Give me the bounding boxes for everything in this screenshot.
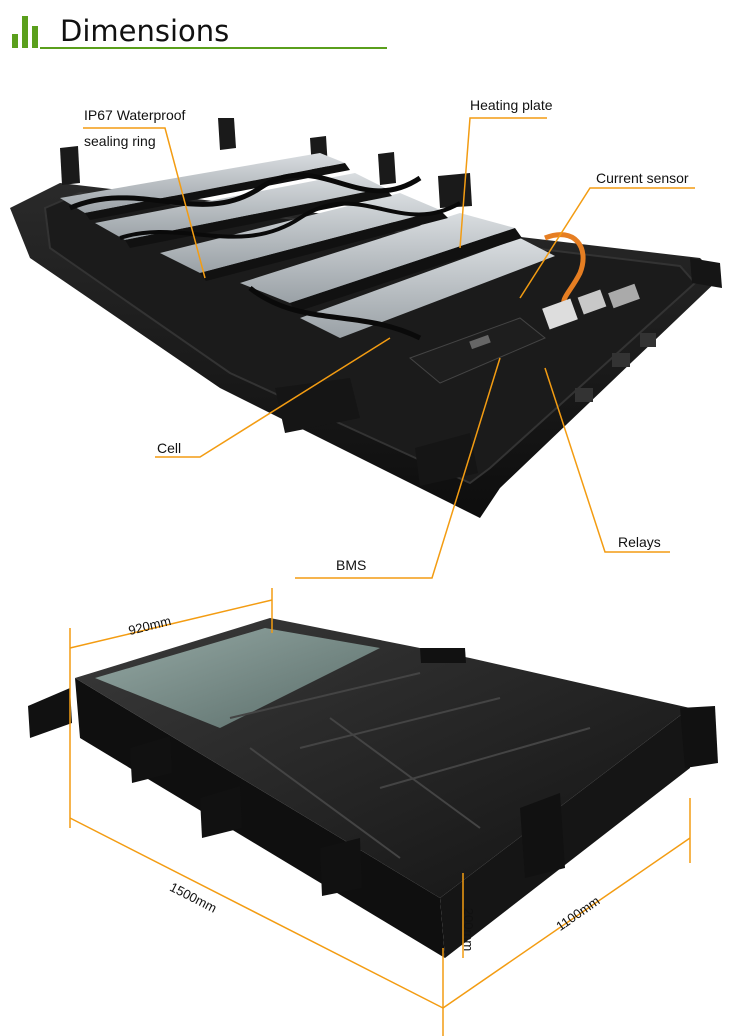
dimension-height: 200mm [461, 907, 477, 952]
label-current-sensor: Current sensor [596, 170, 689, 186]
section-header: Dimensions [0, 0, 390, 52]
label-bms: BMS [336, 557, 367, 573]
page-title: Dimensions [60, 14, 230, 48]
title-underline [40, 47, 387, 49]
open-battery-pack-photo: IP67 Waterproof sealing ring Heating pla… [0, 88, 750, 588]
label-cell: Cell [157, 440, 182, 456]
bars-icon [12, 16, 52, 48]
closed-battery-pack-photo: 920mm 1500mm 1100mm 200mm [0, 588, 750, 1036]
open-battery-pack-image [10, 118, 722, 518]
label-waterproof-line1: IP67 Waterproof [84, 107, 186, 123]
closed-battery-pack-image [28, 618, 718, 958]
label-heating-plate: Heating plate [470, 97, 553, 113]
callout-lines [83, 117, 695, 579]
dimension-lines [69, 588, 691, 1036]
label-waterproof-line2: sealing ring [84, 133, 156, 149]
label-relays: Relays [618, 534, 661, 550]
